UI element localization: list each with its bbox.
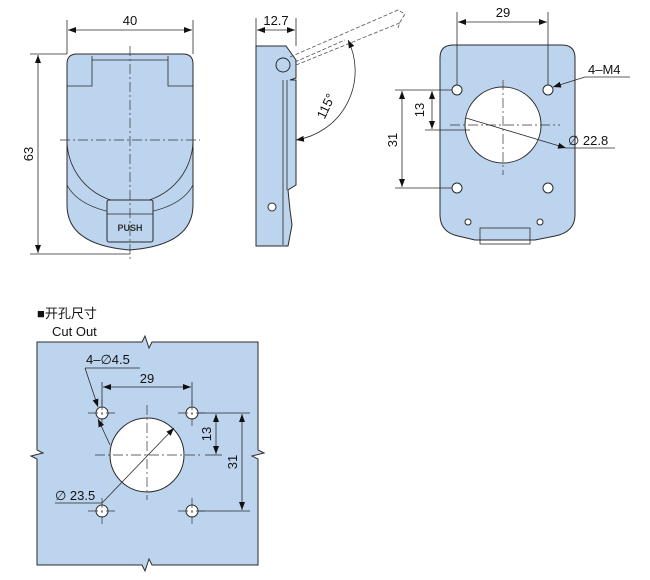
- cutout-title-en: Cut Out: [52, 324, 97, 339]
- rear-diameter: ∅ 22.8: [568, 133, 608, 148]
- rear-spacing-31: 31: [385, 133, 400, 147]
- cutout-spacing-13: 13: [199, 427, 214, 441]
- angle-dimension: 115°: [314, 91, 339, 121]
- cutout-spacing-31: 31: [225, 455, 240, 469]
- side-view: 115° 12.7: [255, 9, 406, 247]
- rear-hole-spacing: 29: [496, 5, 510, 20]
- front-view: PUSH 40 63: [21, 13, 200, 262]
- cutout-hole-label: 4–∅4.5: [86, 352, 130, 367]
- cutout-view: ■开孔尺寸 Cut Out 29 4–∅4.5 13 31 ∅ 23.5: [29, 306, 266, 573]
- thread-label: 4–M4: [588, 62, 621, 77]
- cutout-title-cn: ■开孔尺寸: [37, 306, 97, 321]
- cutout-diameter: ∅ 23.5: [55, 488, 95, 503]
- depth-dimension: 12.7: [263, 13, 288, 28]
- rear-view: 29 4–M4 13 31 ∅ 22.8: [385, 5, 630, 245]
- cutout-hole-spacing: 29: [140, 371, 154, 386]
- height-dimension: 63: [21, 147, 36, 161]
- width-dimension: 40: [123, 13, 137, 28]
- rear-spacing-13: 13: [412, 103, 427, 117]
